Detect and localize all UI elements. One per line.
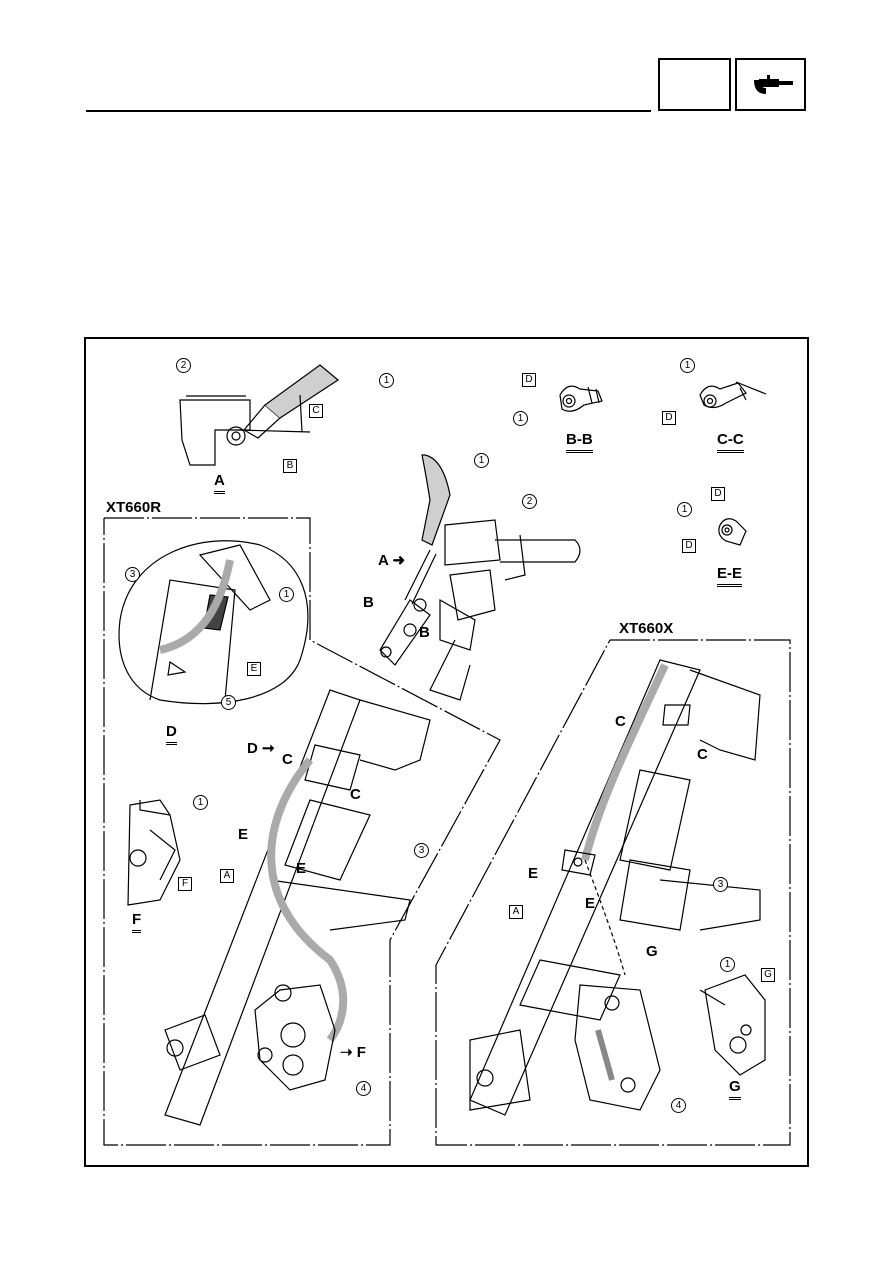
view-a-label: A — [214, 473, 225, 494]
model-xt660r-title: XT660R — [106, 499, 162, 516]
section-c-right: C — [697, 746, 708, 763]
view-arrow-a-label: A — [378, 552, 389, 569]
diagram-frame — [84, 337, 809, 1167]
section-e-left: E — [238, 826, 249, 843]
ref-box-d: D — [682, 539, 696, 553]
ref-box-d: D — [662, 411, 676, 425]
callout-1: 1 — [379, 373, 394, 388]
section-e-right: E — [296, 860, 307, 877]
callout-4: 4 — [356, 1081, 371, 1096]
view-arrow-d-label: D — [247, 740, 258, 757]
callout-1: 1 — [474, 453, 489, 468]
callout-1: 1 — [680, 358, 695, 373]
caliper-gauge-icon — [754, 75, 793, 94]
view-arrow-g-label: G — [646, 943, 658, 960]
ref-box-e: E — [247, 662, 261, 676]
section-c-right: C — [350, 786, 361, 803]
view-b-b-label: B-B — [566, 432, 593, 453]
view-arrow-f: ➝ F — [340, 1044, 366, 1061]
ref-box-d: D — [711, 487, 725, 501]
view-e-e-label: E-E — [717, 566, 742, 587]
model-xt660x-title: XT660X — [619, 620, 674, 637]
callout-1: 1 — [513, 411, 528, 426]
ref-box-g: G — [761, 968, 775, 982]
callout-1: 1 — [720, 957, 735, 972]
callout-3: 3 — [125, 567, 140, 582]
view-f-label: F — [132, 912, 141, 933]
view-arrow-d: D ➞ — [247, 740, 275, 757]
section-e-left: E — [528, 865, 539, 882]
section-b-left: B — [363, 594, 374, 611]
callout-5: 5 — [221, 695, 236, 710]
section-c-left: C — [282, 751, 293, 768]
view-arrow-g: G — [646, 944, 658, 959]
view-g-label: G — [729, 1079, 741, 1100]
header-icon-box — [735, 58, 806, 111]
view-arrow-f-label: F — [356, 1044, 366, 1061]
ref-box-f: F — [178, 877, 192, 891]
ref-box-b: B — [283, 459, 297, 473]
view-arrow-a: A ➜ — [378, 552, 406, 569]
ref-box-a: A — [220, 869, 234, 883]
section-c-left: C — [615, 713, 626, 730]
header-blank-box — [658, 58, 731, 111]
ref-box-a: A — [509, 905, 523, 919]
callout-4: 4 — [671, 1098, 686, 1113]
section-b-right: B — [419, 624, 430, 641]
header-rule — [86, 110, 651, 112]
callout-1: 1 — [193, 795, 208, 810]
callout-2: 2 — [176, 358, 191, 373]
callout-3: 3 — [414, 843, 429, 858]
view-d-label: D — [166, 724, 177, 745]
ref-box-d: D — [522, 373, 536, 387]
ref-box-c: C — [309, 404, 323, 418]
section-e-right: E — [585, 895, 596, 912]
callout-2: 2 — [522, 494, 537, 509]
callout-1: 1 — [279, 587, 294, 602]
callout-3: 3 — [713, 877, 728, 892]
callout-1: 1 — [677, 502, 692, 517]
view-c-c-label: C-C — [717, 432, 744, 453]
